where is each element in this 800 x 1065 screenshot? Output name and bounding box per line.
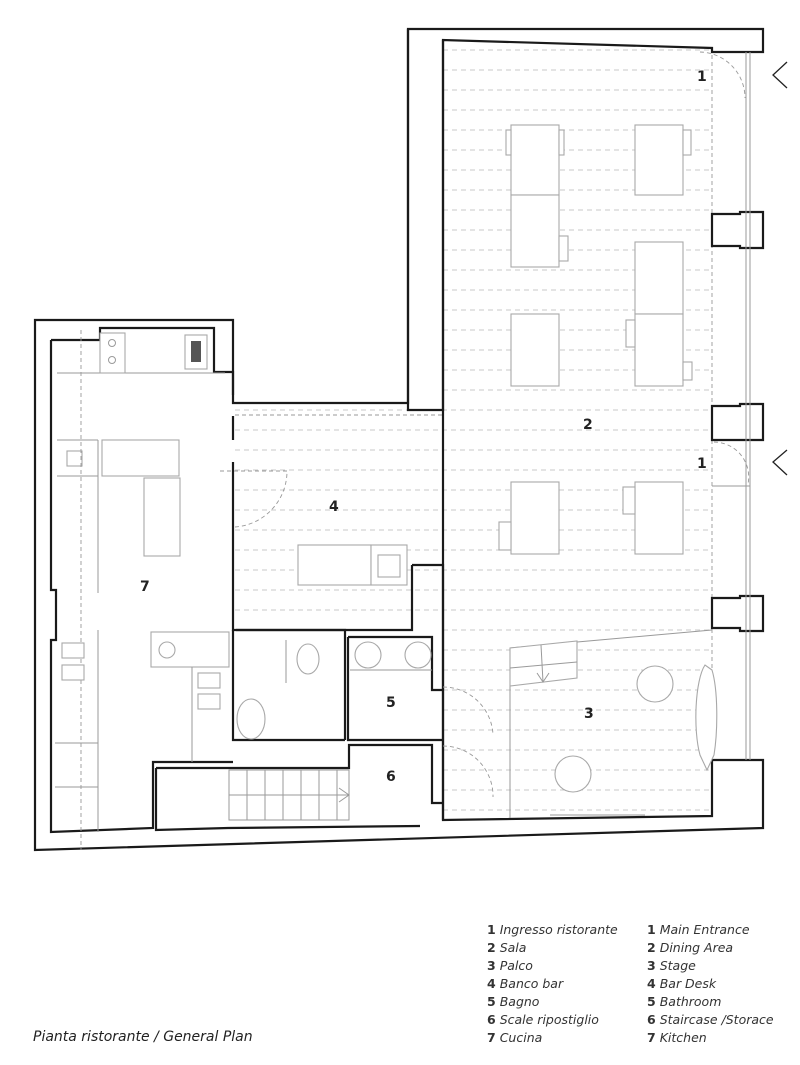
bathroom-fixtures [236, 640, 432, 740]
room-label-staircase: 6 [386, 769, 396, 785]
dining-tables [498, 124, 693, 555]
room-label-dining: 2 [583, 417, 593, 433]
floor-plan: 1 1 2 3 4 5 6 7 [33, 27, 788, 852]
entrance-arrow-icon [772, 61, 788, 89]
room-label-stage: 3 [584, 706, 594, 722]
stage [442, 629, 718, 818]
room-label-bar: 4 [329, 499, 339, 515]
kitchen-equipment [55, 330, 230, 850]
bar-counter [220, 470, 408, 586]
staircase [228, 769, 350, 821]
room-label-entrance: 1 [697, 456, 707, 472]
room-label-kitchen: 7 [140, 579, 150, 595]
room-label-bathroom: 5 [386, 695, 396, 711]
entrance-doors [699, 51, 788, 487]
plan-caption: Pianta ristorante / General Plan [33, 1029, 253, 1045]
entrance-arrow-icon [772, 449, 788, 476]
room-labels: 1 1 2 3 4 5 6 7 [140, 69, 707, 785]
room-label-entrance: 1 [697, 69, 707, 85]
